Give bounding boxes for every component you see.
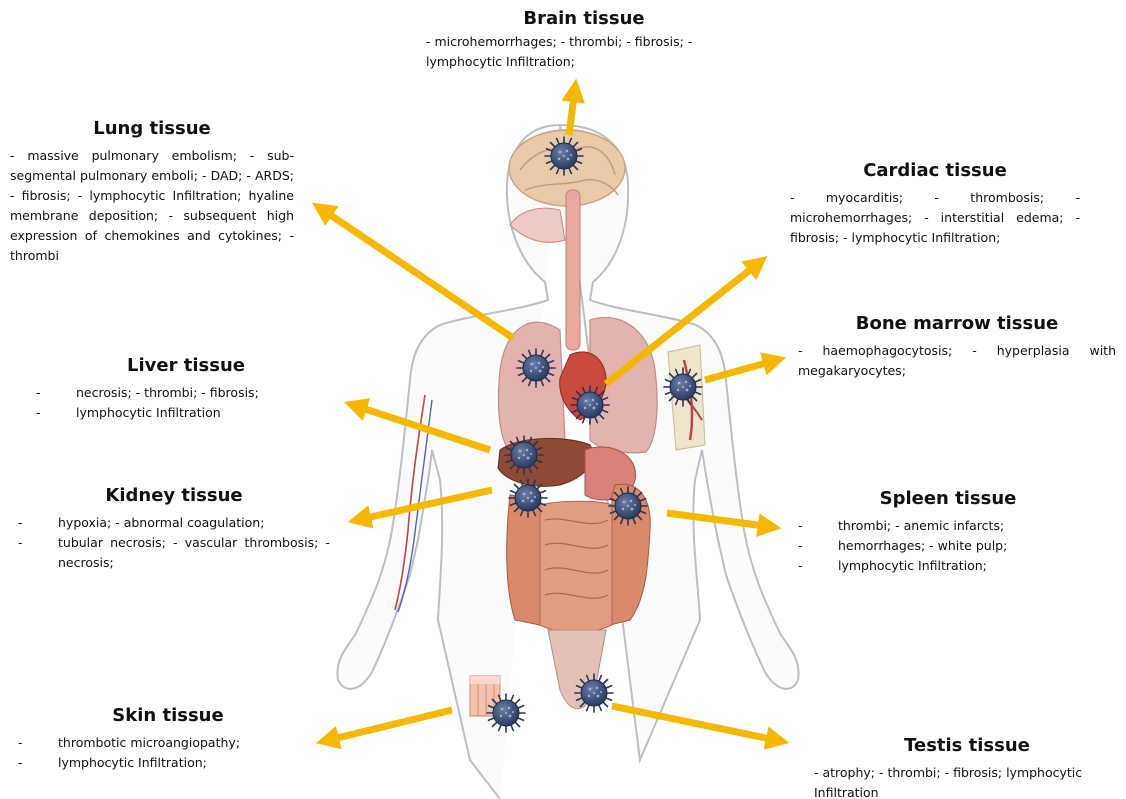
kidney-tissue-block: Kidney tissue -hypoxia; - abnormal coagu… [18, 485, 330, 573]
brain-tissue-block: Brain tissue - microhemorrhages; - throm… [426, 8, 742, 72]
spleen-tissue-item: -hemorrhages; - white pulp; [798, 536, 1098, 556]
kidney-tissue-item-text: tubular necrosis; - vascular thrombosis;… [58, 535, 330, 570]
spleen-tissue-item: -lymphocytic Infiltration; [798, 556, 1098, 576]
spleen-tissue-item-text: thrombi; - anemic infarcts; [838, 518, 1004, 533]
testis-tissue-title: Testis tissue [814, 735, 1120, 757]
skin-tissue-title: Skin tissue [18, 705, 318, 727]
liver-tissue-item: -necrosis; - thrombi; - fibrosis; [36, 383, 336, 403]
virus-brain-icon [545, 137, 583, 175]
bone-marrow-tissue-findings: - haemophagocytosis; - hyperplasia with … [798, 341, 1116, 381]
brain-tissue-title: Brain tissue [426, 8, 742, 30]
brain-tissue-line-1: - microhemorrhages; - thrombi; - fibrosi… [426, 32, 742, 52]
kidney-tissue-title: Kidney tissue [18, 485, 330, 507]
virus-skin-icon [487, 694, 525, 732]
spleen-tissue-block: Spleen tissue -thrombi; - anemic infarct… [798, 488, 1098, 576]
cardiac-tissue-title: Cardiac tissue [790, 160, 1080, 182]
testis-tissue-findings: - atrophy; - thrombi; - fibrosis; lympho… [814, 763, 1120, 799]
lung-tissue-findings: - massive pulmonary embolism; - sub-segm… [10, 146, 294, 266]
small-intestine [540, 501, 612, 632]
skin-tissue-item-text: lymphocytic Infiltration; [58, 755, 207, 770]
arrow-skin [325, 710, 452, 741]
virus-liver-icon [505, 436, 543, 474]
skin-tissue-item-text: thrombotic microangiopathy; [58, 735, 240, 750]
lung-tissue-title: Lung tissue [10, 118, 294, 140]
virus-bone-marrow-icon [664, 368, 702, 406]
liver-tissue-block: Liver tissue -necrosis; - thrombi; - fib… [36, 355, 336, 423]
spleen-tissue-title: Spleen tissue [798, 488, 1098, 510]
spleen-tissue-item: -thrombi; - anemic infarcts; [798, 516, 1098, 536]
bone-marrow-tissue-block: Bone marrow tissue - haemophagocytosis; … [798, 313, 1116, 381]
liver-tissue-item-text: lymphocytic Infiltration [76, 405, 221, 420]
liver-tissue-item-text: necrosis; - thrombi; - fibrosis; [76, 385, 259, 400]
cardiac-tissue-findings: - myocarditis; - thrombosis; - microhemo… [790, 188, 1080, 248]
cardiac-tissue-block: Cardiac tissue - myocarditis; - thrombos… [790, 160, 1080, 248]
kidney-tissue-item-text: hypoxia; - abnormal coagulation; [58, 515, 264, 530]
liver [498, 438, 593, 486]
left-lung [498, 322, 565, 453]
virus-kidney-icon [509, 479, 547, 517]
bone-marrow-tissue-title: Bone marrow tissue [798, 313, 1116, 335]
skin-tissue-block: Skin tissue -thrombotic microangiopathy;… [18, 705, 318, 773]
liver-tissue-item: -lymphocytic Infiltration [36, 403, 336, 423]
lung-tissue-block: Lung tissue - massive pulmonary embolism… [10, 118, 294, 266]
virus-heart-icon [571, 386, 609, 424]
kidney-tissue-item: -hypoxia; - abnormal coagulation; [18, 513, 330, 533]
arrow-lung [320, 208, 513, 338]
virus-spleen-icon [609, 487, 647, 525]
trachea [566, 190, 580, 350]
liver-tissue-title: Liver tissue [36, 355, 336, 377]
spleen-tissue-item-text: hemorrhages; - white pulp; [838, 538, 1007, 553]
kidney-tissue-item: -tubular necrosis; - vascular thrombosis… [18, 533, 330, 573]
brain-tissue-line-2: lymphocytic Infiltration; [426, 52, 742, 72]
testis-tissue-block: Testis tissue - atrophy; - thrombi; - fi… [814, 735, 1120, 799]
skin-tissue-item: -thrombotic microangiopathy; [18, 733, 318, 753]
skin-tissue-item: -lymphocytic Infiltration; [18, 753, 318, 773]
virus-testis-icon [575, 674, 613, 712]
spleen-tissue-item-text: lymphocytic Infiltration; [838, 558, 987, 573]
virus-lung-icon [517, 349, 555, 387]
